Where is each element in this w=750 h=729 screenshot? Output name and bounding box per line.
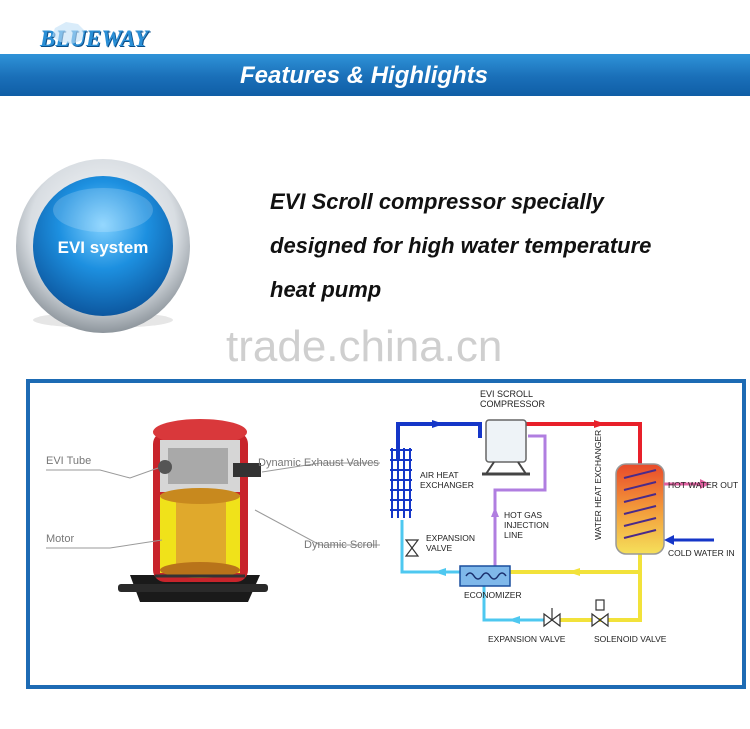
- water-heat-exchanger: [615, 463, 714, 555]
- headline-line-2: designed for high water temperature: [270, 233, 652, 258]
- hot-gas-label-3: LINE: [504, 530, 523, 540]
- label-dynamic-scroll: Dynamic Scroll: [304, 539, 377, 551]
- air-hx-label-1: AIR HEAT: [420, 470, 459, 480]
- flow-arrows: [432, 420, 606, 624]
- label-exhaust-valves: Dynamic Exhaust Valves: [258, 457, 379, 469]
- leader-lines: [46, 462, 380, 549]
- economizer-label: ECONOMIZER: [464, 590, 522, 600]
- headline: EVI Scroll compressor specially designed…: [270, 180, 730, 312]
- exp-valve-bottom-label: EXPANSION VALVE: [488, 634, 566, 644]
- badge-core: [33, 176, 173, 316]
- expansion-valve-left-icon: [404, 539, 420, 557]
- label-evi-tube: EVI Tube: [46, 455, 91, 467]
- cold-water-in-label: COLD WATER IN: [668, 548, 735, 558]
- compressor-cutaway: [118, 419, 268, 602]
- injection-line: [493, 434, 547, 572]
- exp-valve-left-label-2: VALVE: [426, 543, 452, 553]
- liquid-line-right: [560, 572, 642, 622]
- hot-water-out-label: HOT WATER OUT: [668, 480, 738, 490]
- section-banner: [0, 54, 750, 96]
- label-motor: Motor: [46, 533, 74, 545]
- economizer: [459, 565, 511, 587]
- solenoid-valve-label: SOLENOID VALVE: [594, 634, 667, 644]
- australia-map-icon: [52, 22, 84, 44]
- air-heat-exchanger-coil: [390, 448, 412, 518]
- hot-gas-label-1: HOT GAS: [504, 510, 542, 520]
- badge-label: EVI system: [58, 238, 149, 257]
- evi-badge-graphic: EVI system: [16, 159, 190, 333]
- hot-gas-label-2: INJECTION: [504, 520, 549, 530]
- water-hx-label: WATER HEAT EXCHANGER: [593, 430, 603, 540]
- headline-line-3: heat pump: [270, 277, 382, 302]
- exp-valve-left-label-1: EXPANSION: [426, 533, 475, 543]
- air-hx-label-2: EXCHANGER: [420, 480, 474, 490]
- solenoid-valve-icon: [591, 599, 609, 628]
- watermark: trade.china.cn: [226, 322, 503, 371]
- hot-refrigerant-line: [520, 422, 642, 464]
- banner-title: Features & Highlights: [240, 62, 489, 89]
- expansion-valve-bottom-icon: [543, 608, 561, 628]
- liquid-line-bottom: [482, 584, 550, 622]
- headline-line-1: EVI Scroll compressor specially: [270, 189, 604, 214]
